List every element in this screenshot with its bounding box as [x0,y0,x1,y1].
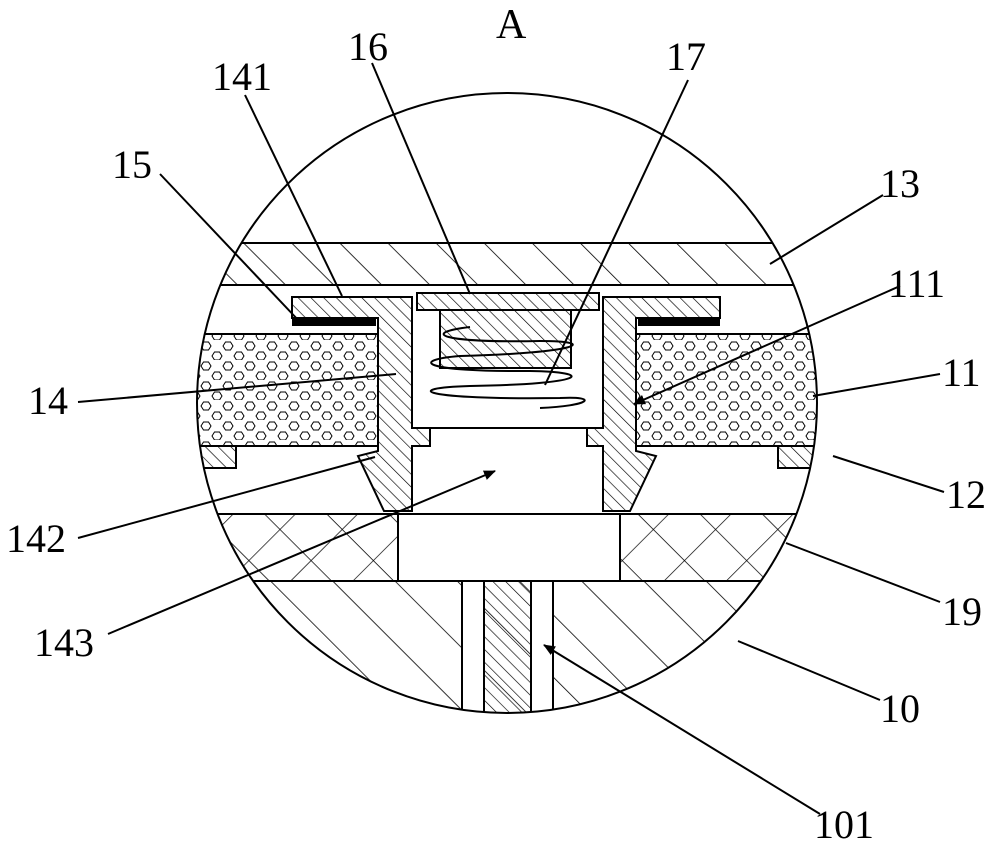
foam-layer-11-left [100,334,378,446]
label-13: 13 [880,161,920,206]
leader-101 [544,645,820,814]
seal-15-right [638,318,720,326]
label-14: 14 [28,378,68,423]
foam-layer-11-right [636,334,920,446]
label-19: 19 [942,589,982,634]
leader-12 [833,456,944,492]
label-10: 10 [880,686,920,731]
vent-core [484,581,531,714]
label-141: 141 [212,54,272,99]
label-142: 142 [6,516,66,561]
leader-13 [770,195,883,264]
layer-19-opening [398,514,620,581]
leader-11 [813,374,940,396]
figure-title: A [496,2,527,48]
label-12: 12 [946,472,986,517]
cap-16 [417,293,599,310]
label-17: 17 [666,34,706,79]
leader-10 [738,641,880,700]
label-16: 16 [348,24,388,69]
vent-hole-101-left [462,581,484,714]
layer-12-left [100,446,236,468]
label-143: 143 [34,620,94,665]
label-15: 15 [112,142,152,187]
label-11: 11 [942,350,981,395]
label-111: 111 [888,261,945,306]
layer-12-right [778,446,920,468]
leader-19 [786,543,940,602]
seal-15-left [292,318,376,326]
label-101: 101 [814,802,874,847]
